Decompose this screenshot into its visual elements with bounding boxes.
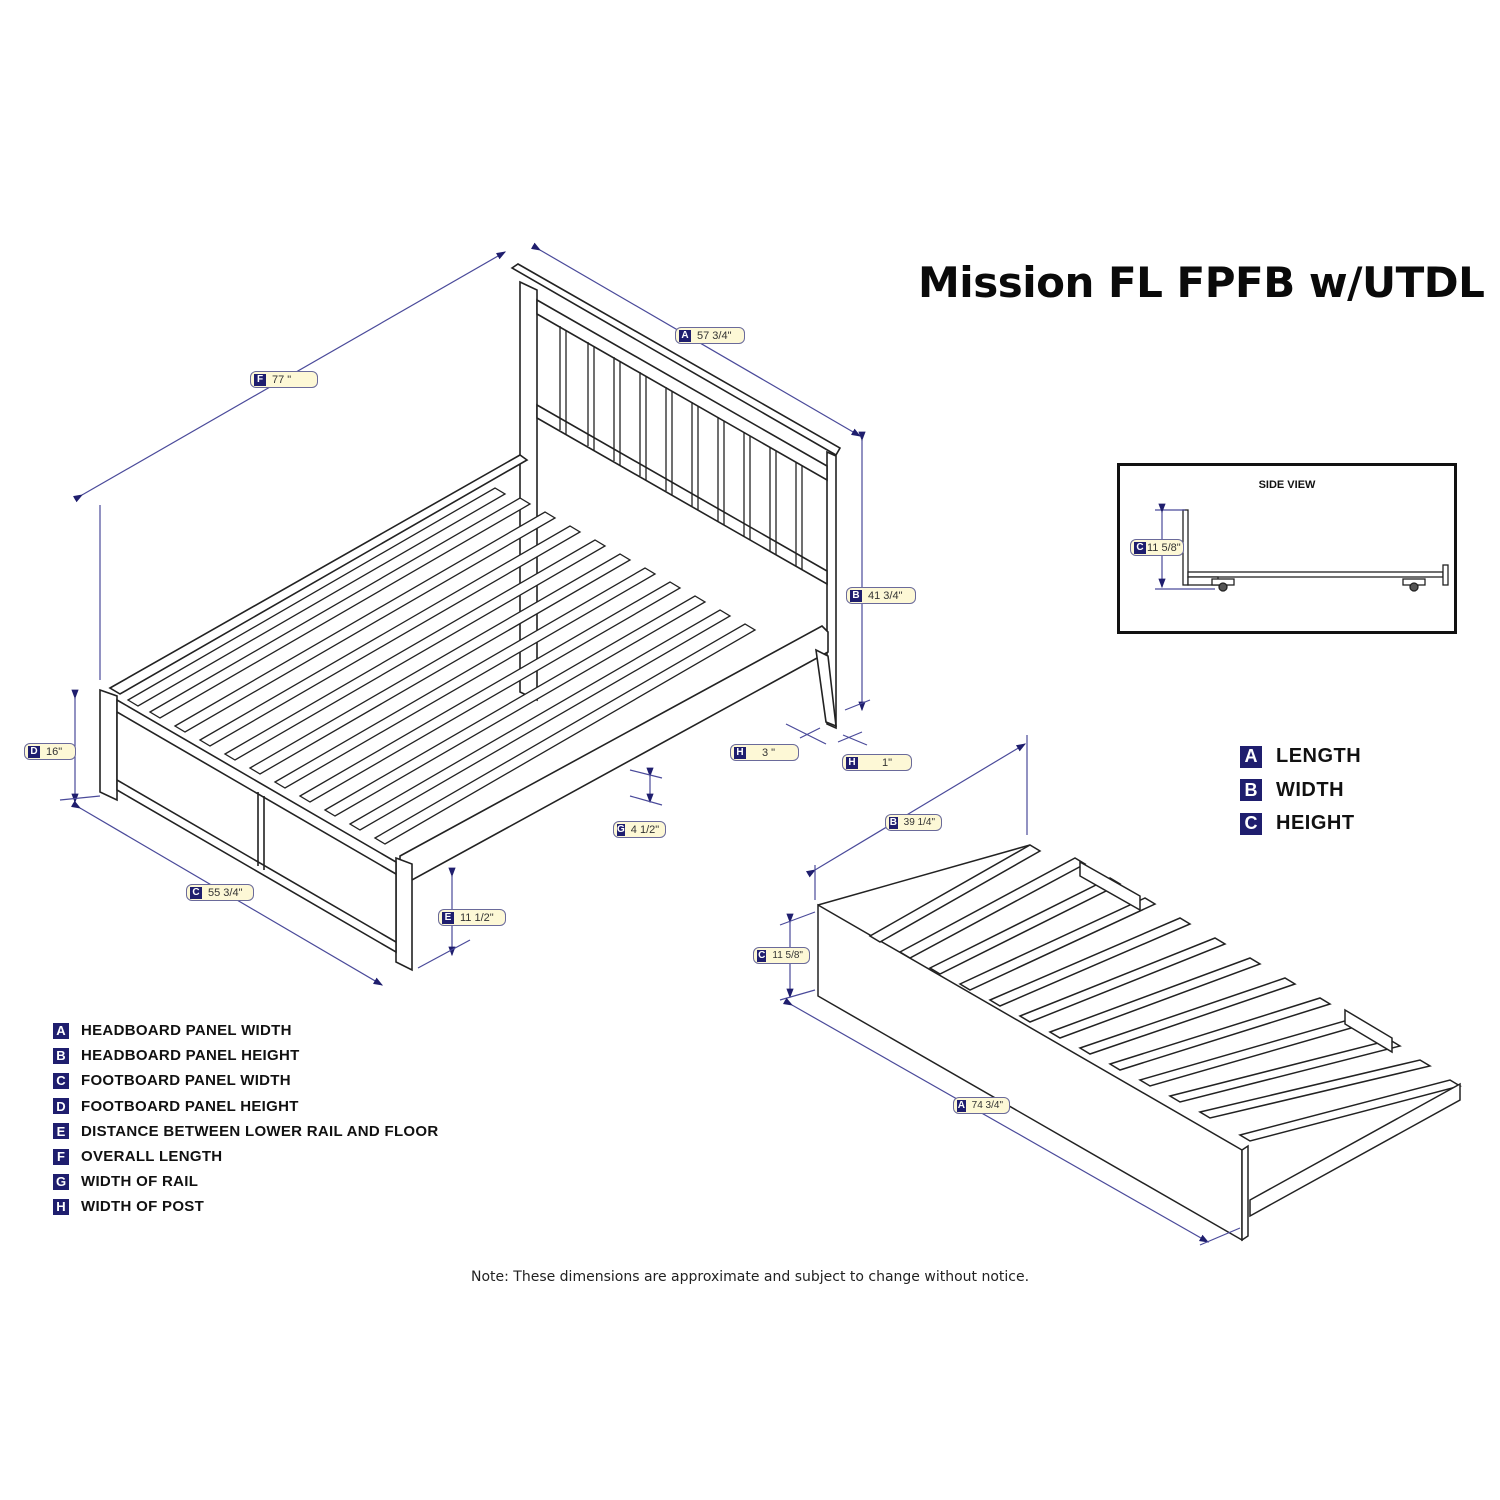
dim-label-d-footboard-height: D 16" <box>24 743 76 760</box>
badge-a: A <box>53 1022 69 1039</box>
badge-b: B <box>850 589 862 602</box>
badge-b: B <box>53 1047 69 1064</box>
badge-e: E <box>442 911 454 924</box>
dim-label-g-rail-width: G 4 1/2" <box>613 821 666 838</box>
legend-item-post-width: H WIDTH OF POST <box>53 1194 438 1219</box>
badge-g: G <box>617 823 625 836</box>
dim-label-e-rail-floor: E 11 1/2" <box>438 909 506 926</box>
legend-item-width: B WIDTH <box>1240 774 1361 808</box>
dim-label-a-trundle-length: A 74 3/4" <box>953 1097 1010 1114</box>
side-view-title: SIDE VIEW <box>1258 479 1316 491</box>
legend-item-rail-width: G WIDTH OF RAIL <box>53 1169 438 1194</box>
bed-slats <box>126 487 757 845</box>
badge-c: C <box>1134 541 1146 554</box>
badge-f: F <box>254 373 266 386</box>
trundle-dimension-lines <box>779 735 1241 1246</box>
dim-label-h-post-width-3: H 3 " <box>730 744 799 761</box>
trundle <box>817 844 1462 1242</box>
trundle-legend: A LENGTH B WIDTH C HEIGHT <box>1240 740 1361 841</box>
dim-label-b-trundle-width: B 39 1/4" <box>885 814 942 831</box>
badge-h: H <box>53 1198 69 1215</box>
badge-d: D <box>53 1098 69 1115</box>
badge-c: C <box>53 1072 69 1089</box>
badge-e: E <box>53 1123 69 1140</box>
bed-legend: A HEADBOARD PANEL WIDTH B HEADBOARD PANE… <box>53 1018 438 1220</box>
dim-label-f-overall-length: F 77 " <box>250 371 318 388</box>
disclaimer-note: Note: These dimensions are approximate a… <box>470 1269 1030 1285</box>
legend-item-rail-floor-distance: E DISTANCE BETWEEN LOWER RAIL AND FLOOR <box>53 1119 438 1144</box>
legend-item-footboard-panel-height: D FOOTBOARD PANEL HEIGHT <box>53 1094 438 1119</box>
legend-item-headboard-panel-width: A HEADBOARD PANEL WIDTH <box>53 1018 438 1043</box>
badge-a: A <box>679 329 691 342</box>
badge-a: A <box>1240 745 1262 768</box>
diagram-title: Mission FL FPFB w/UTDL <box>918 258 1485 307</box>
dim-label-c-side-height: C 11 5/8" <box>1130 539 1184 556</box>
badge-f: F <box>53 1148 69 1165</box>
badge-a: A <box>957 1099 966 1112</box>
badge-b: B <box>889 816 898 829</box>
legend-item-length: A LENGTH <box>1240 740 1361 774</box>
dim-label-h-post-width-1: H 1" <box>842 754 912 771</box>
dim-label-c-footboard-width: C 55 3/4" <box>186 884 254 901</box>
badge-c: C <box>190 886 202 899</box>
legend-item-overall-length: F OVERALL LENGTH <box>53 1144 438 1169</box>
dim-label-c-trundle-height: C 11 5/8" <box>753 947 810 964</box>
badge-g: G <box>53 1173 69 1190</box>
dim-label-b-headboard-height: B 41 3/4" <box>846 587 916 604</box>
badge-b: B <box>1240 779 1262 802</box>
badge-c: C <box>757 949 767 962</box>
legend-item-height: C HEIGHT <box>1240 807 1361 841</box>
side-view-inset: SIDE VIEW C 11 5/8" <box>1117 463 1457 634</box>
badge-d: D <box>28 745 40 758</box>
legend-item-headboard-panel-height: B HEADBOARD PANEL HEIGHT <box>53 1043 438 1068</box>
dim-label-a-headboard-width: A 57 3/4" <box>675 327 745 344</box>
badge-h: H <box>846 756 858 769</box>
legend-item-footboard-panel-width: C FOOTBOARD PANEL WIDTH <box>53 1068 438 1093</box>
badge-c: C <box>1240 812 1262 835</box>
badge-h: H <box>734 746 746 759</box>
